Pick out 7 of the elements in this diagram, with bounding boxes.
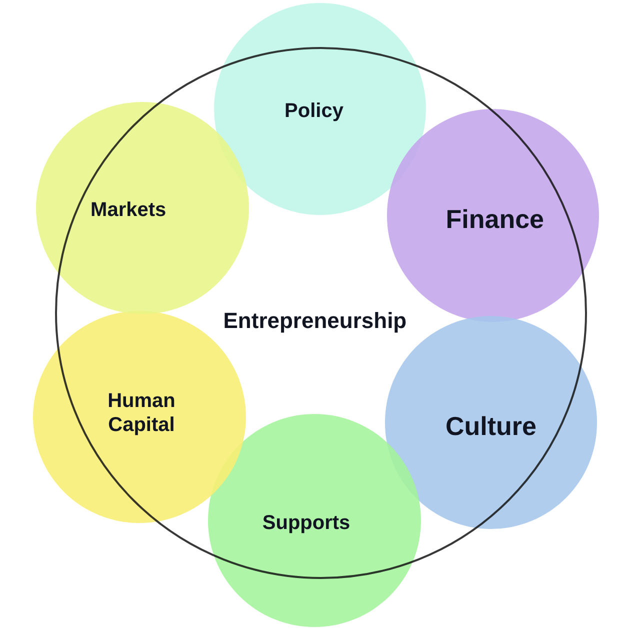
node-label: Markets (90, 198, 166, 222)
node-label: Culture (445, 410, 536, 442)
node-label: Entrepreneurship (223, 308, 407, 335)
node-label: Supports (262, 511, 350, 536)
node-label: Policy (284, 99, 344, 124)
node-label: Human Capital (106, 388, 176, 437)
node-label: Finance (446, 204, 544, 236)
